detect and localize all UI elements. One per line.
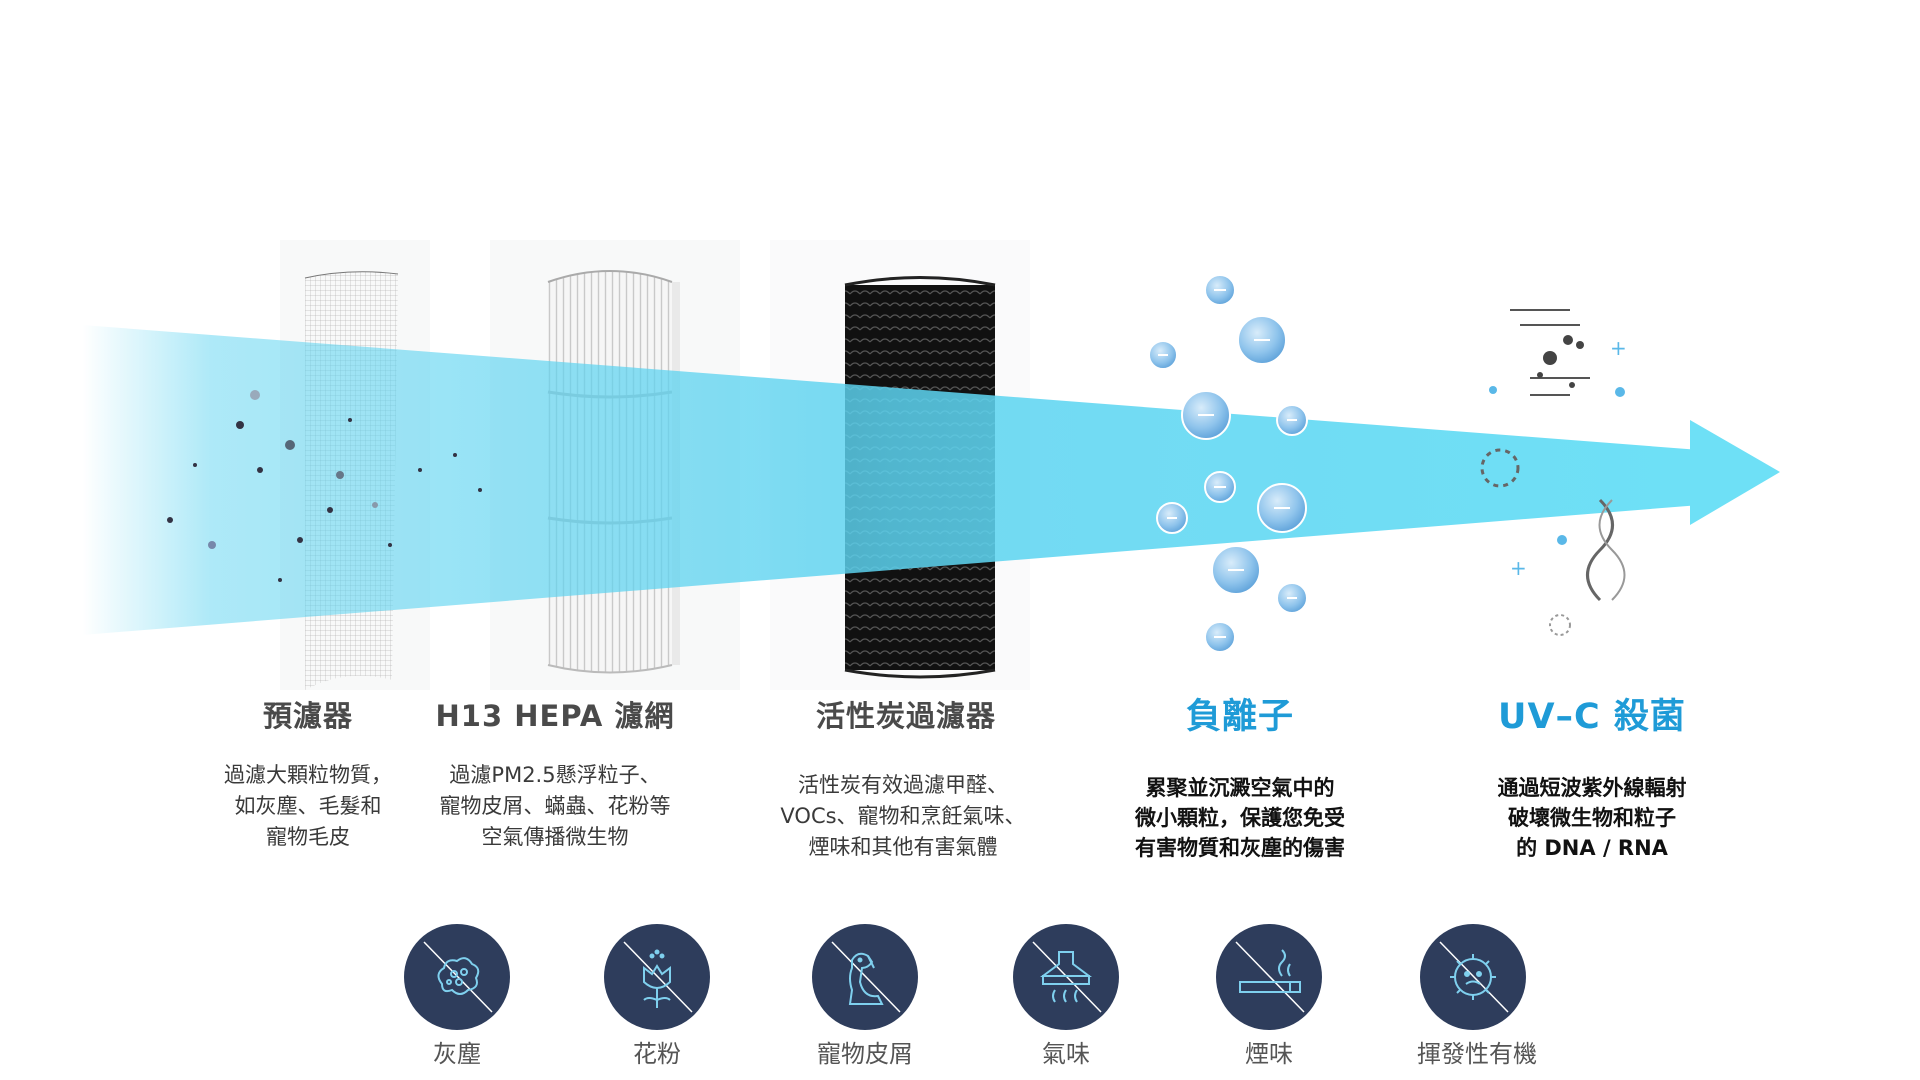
stage-title-prefilter: 預濾器 xyxy=(262,699,353,733)
svg-text:+: + xyxy=(1510,556,1527,580)
stage-desc-carbon: 活性炭有效過濾甲醛、 VOCs、寵物和烹飪氣味、 煙味和其他有害氣體 xyxy=(780,773,1026,859)
dust-badge xyxy=(404,924,510,1030)
smoke-badge xyxy=(1216,924,1322,1030)
pet-dander-badge xyxy=(812,924,918,1030)
odor-badge xyxy=(1013,924,1119,1030)
stage-desc-uvc: 通過短波紫外線輻射 破壞微生物和粒子 的 DNA / RNA xyxy=(1497,776,1687,860)
airflow-arrow xyxy=(82,325,1780,635)
stage-desc-prefilter: 過濾大顆粒物質， 如灰塵、毛髮和 寵物毛皮 xyxy=(224,763,392,849)
voc-badge xyxy=(1420,924,1526,1030)
badge-label-pollen: 花粉 xyxy=(633,1040,681,1068)
stage-title-ion: 負離子 xyxy=(1185,697,1294,737)
badge-label-odor: 氣味 xyxy=(1042,1040,1090,1068)
stage-title-carbon: 活性炭過濾器 xyxy=(815,699,996,733)
pollen-flower-icon xyxy=(623,941,693,1013)
stage-title-hepa: H13 HEPA 濾網 xyxy=(435,699,675,733)
range-hood-odor-icon xyxy=(1032,941,1102,1013)
stage-title-uvc: UV–C 殺菌 xyxy=(1498,697,1686,737)
badge-label-pet-dander: 寵物皮屑 xyxy=(817,1040,913,1068)
uvc-germs: + + xyxy=(1480,309,1627,636)
stage-desc-ion: 累聚並沉澱空氣中的 微小顆粒，保護您免受 有害物質和灰塵的傷害 xyxy=(1135,776,1345,860)
pollen-badge xyxy=(604,924,710,1030)
svg-text:+: + xyxy=(1610,336,1627,360)
dust-icon xyxy=(423,941,493,1013)
badge-label-smoke: 煙味 xyxy=(1245,1040,1293,1068)
dog-icon xyxy=(831,941,901,1013)
dust-particles xyxy=(167,390,482,582)
stage-desc-hepa: 過濾PM2.5懸浮粒子、 寵物皮屑、蟎蟲、花粉等 空氣傳播微生物 xyxy=(439,763,671,849)
negative-ions xyxy=(1148,274,1308,653)
cigarette-smoke-icon xyxy=(1235,941,1305,1013)
badge-label-voc: 揮發性有機 xyxy=(1417,1040,1537,1068)
badge-label-dust: 灰塵 xyxy=(433,1040,481,1068)
virus-icon xyxy=(1439,941,1509,1013)
